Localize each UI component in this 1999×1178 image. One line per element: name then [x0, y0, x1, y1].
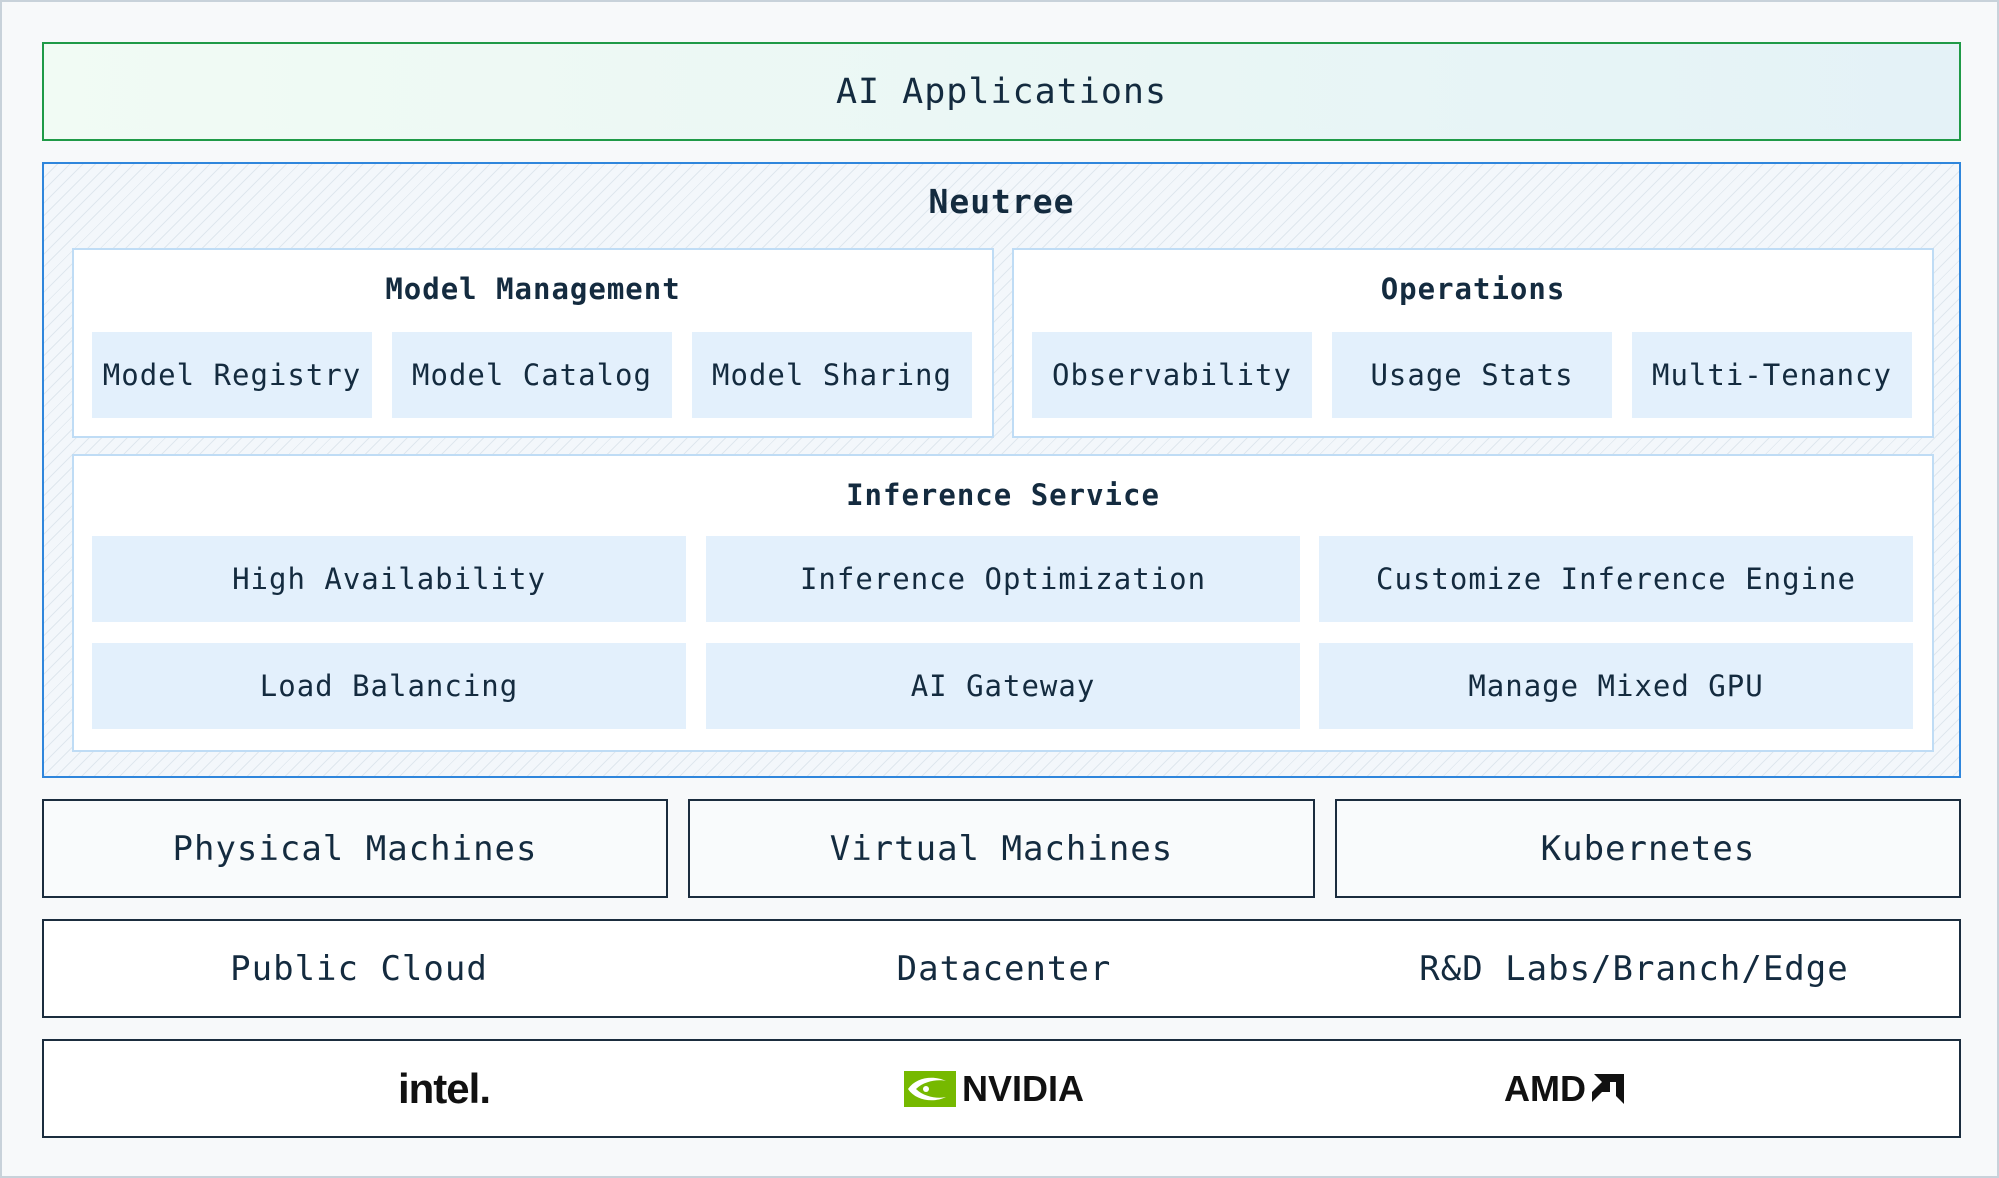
model-catalog-item: Model Catalog	[392, 332, 672, 418]
locations-layer: Public Cloud Datacenter R&D Labs/Branch/…	[42, 919, 1961, 1018]
kubernetes-box: Kubernetes	[1335, 799, 1961, 898]
neutree-title: Neutree	[928, 182, 1075, 221]
load-balancing-item: Load Balancing	[92, 643, 686, 729]
rd-labs-branch-edge-label: R&D Labs/Branch/Edge	[1419, 948, 1849, 989]
ai-applications-label: AI Applications	[835, 71, 1168, 112]
nvidia-eye-icon	[903, 1070, 956, 1107]
kubernetes-label: Kubernetes	[1540, 828, 1756, 869]
neutree-layer: Neutree Model Management Model Registry …	[42, 162, 1961, 778]
inference-service-panel: Inference Service High Availability Infe…	[72, 454, 1934, 752]
operations-title: Operations	[1380, 272, 1566, 306]
model-registry-item: Model Registry	[92, 332, 372, 418]
customize-inference-engine-item: Customize Inference Engine	[1319, 536, 1913, 622]
virtual-machines-label: Virtual Machines	[829, 828, 1174, 869]
physical-machines-box: Physical Machines	[42, 799, 668, 898]
model-management-title: Model Management	[385, 272, 681, 306]
model-management-panel: Model Management Model Registry Model Ca…	[72, 248, 994, 438]
virtual-machines-box: Virtual Machines	[688, 799, 1315, 898]
ai-gateway-item: AI Gateway	[706, 643, 1300, 729]
amd-logo: AMD	[1444, 1041, 1684, 1136]
physical-machines-label: Physical Machines	[172, 828, 538, 869]
high-availability-item: High Availability	[92, 536, 686, 622]
multi-tenancy-item: Multi-Tenancy	[1632, 332, 1912, 418]
amd-arrow-icon	[1591, 1073, 1624, 1104]
public-cloud-label: Public Cloud	[230, 948, 488, 989]
usage-stats-item: Usage Stats	[1332, 332, 1612, 418]
operations-panel: Operations Observability Usage Stats Mul…	[1012, 248, 1934, 438]
model-sharing-item: Model Sharing	[692, 332, 972, 418]
observability-item: Observability	[1032, 332, 1312, 418]
inference-optimization-item: Inference Optimization	[706, 536, 1300, 622]
intel-logo: intel.	[397, 1064, 491, 1112]
nvidia-logo: NVIDIA	[874, 1041, 1114, 1136]
vendors-layer: intel. NVIDIA AMD	[42, 1039, 1961, 1138]
manage-mixed-gpu-item: Manage Mixed GPU	[1319, 643, 1913, 729]
datacenter-label: Datacenter	[896, 948, 1112, 989]
ai-applications-layer: AI Applications	[42, 42, 1961, 141]
inference-service-title: Inference Service	[846, 478, 1160, 512]
